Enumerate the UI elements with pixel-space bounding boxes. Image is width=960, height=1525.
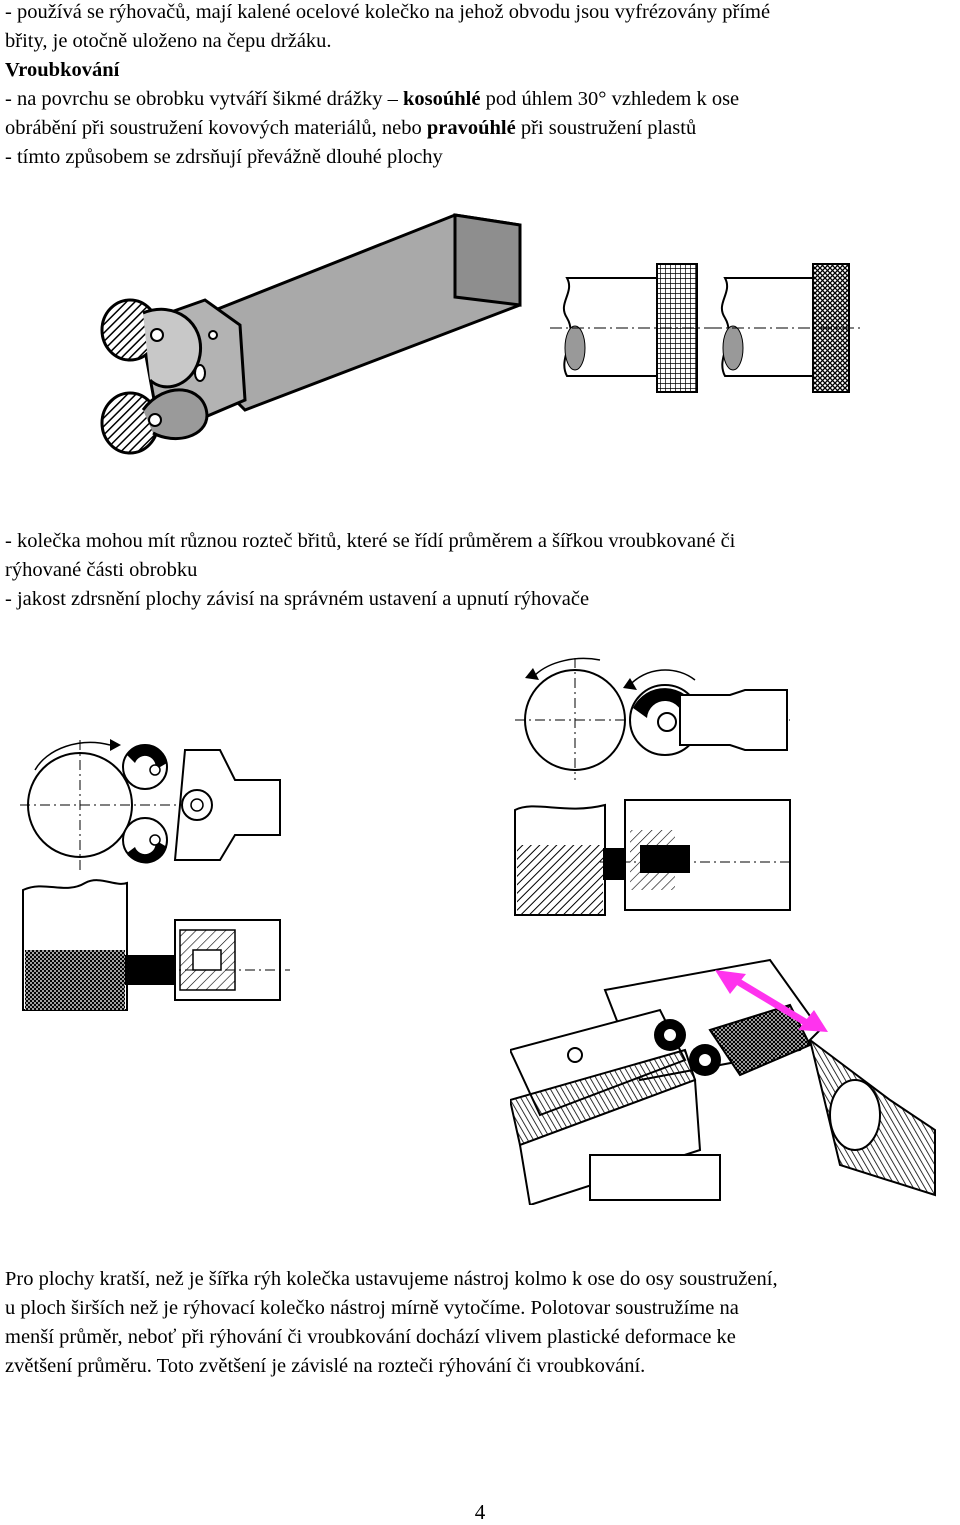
knurled-workpieces-illustration xyxy=(550,263,863,393)
lathe-knurling-illustration xyxy=(510,958,936,1205)
closing-line-4: zvětšení průměru. Toto zvětšení je závis… xyxy=(5,1355,646,1377)
page-number: 4 xyxy=(474,1500,486,1524)
two-wheel-knurling-setup-illustration xyxy=(20,739,290,1011)
section-line-1: - na povrchu se obrobku vytváří šikmé dr… xyxy=(5,88,740,110)
knurling-tool-illustration xyxy=(100,213,522,455)
closing-line-1: Pro plochy kratší, než je šířka rýh kole… xyxy=(5,1268,778,1290)
middle-line-2: rýhované části obrobku xyxy=(5,559,198,581)
intro-line-1: - používá se rýhovačů, mají kalené ocelo… xyxy=(5,1,771,23)
middle-line-1: - kolečka mohou mít různou rozteč břitů,… xyxy=(5,530,736,552)
section-heading: Vroubkování xyxy=(5,59,120,81)
single-wheel-knurling-setup-illustration xyxy=(514,657,791,916)
section-line-2: obrábění při soustružení kovových materi… xyxy=(5,117,697,139)
closing-line-2: u ploch širších než je rýhovací kolečko … xyxy=(5,1297,739,1319)
section-line-3: - tímto způsobem se zdrsňují převážně dl… xyxy=(5,146,443,168)
intro-line-2: břity, je otočně uloženo na čepu držáku. xyxy=(5,30,332,52)
closing-line-3: menší průměr, neboť při rýhování či vrou… xyxy=(5,1326,736,1348)
middle-line-3: - jakost zdrsnění plochy závisí na správ… xyxy=(5,588,590,610)
